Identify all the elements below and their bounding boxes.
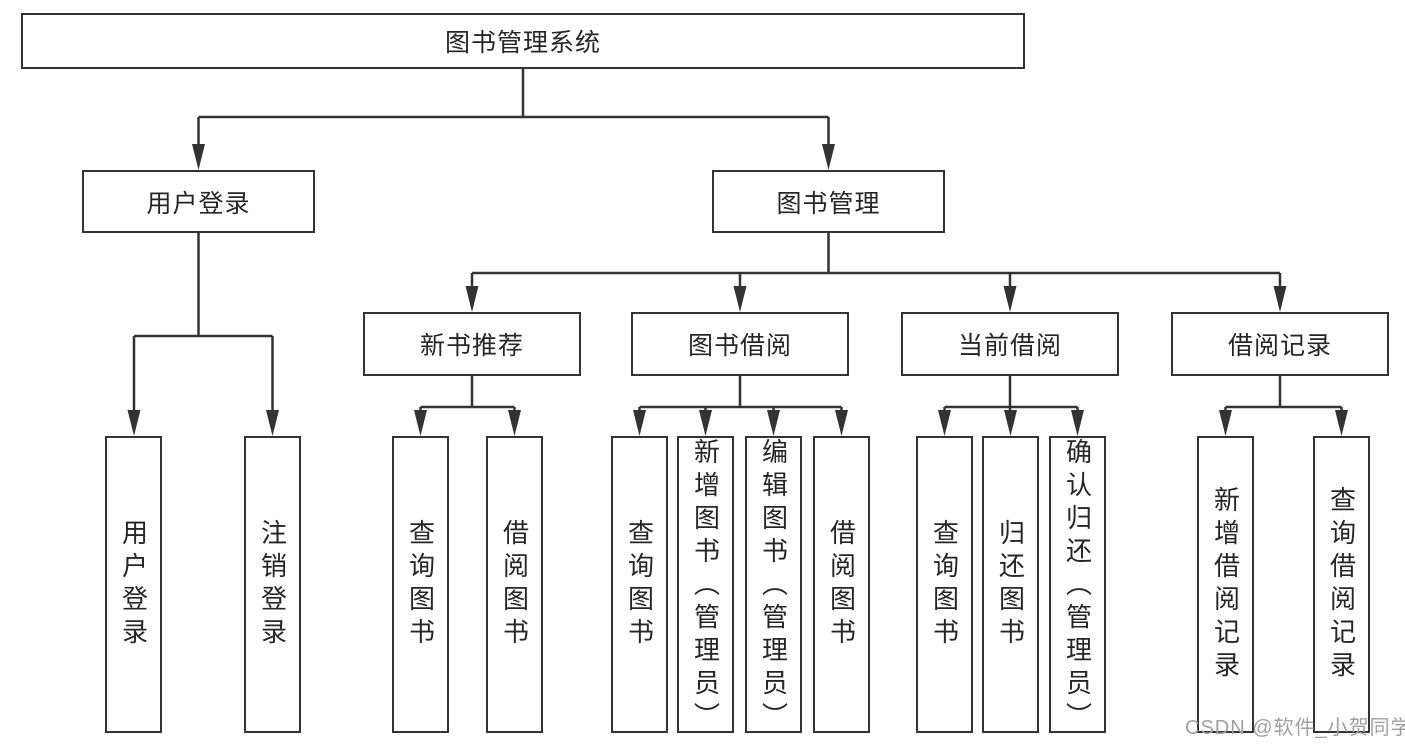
node-user-login-label: 用户登录 bbox=[146, 189, 251, 218]
node-new-book-recommend-label: 新书推荐 bbox=[419, 332, 524, 360]
leaf-query-books-current-label: 查询图书 bbox=[929, 518, 960, 651]
leaf-user-login-label: 用户登录 bbox=[118, 518, 149, 651]
leaf-return-book: 归还图书 bbox=[982, 436, 1039, 733]
node-borrow-records: 借阅记录 bbox=[1171, 312, 1389, 376]
leaf-add-borrow-record: 新增借阅记录 bbox=[1197, 436, 1254, 733]
leaf-query-books-recommend: 查询图书 bbox=[392, 436, 449, 733]
csdn-watermark: CSDN @软件_小贺同学 bbox=[1185, 717, 1405, 739]
node-book-management-label: 图书管理 bbox=[776, 189, 881, 218]
leaf-user-login: 用户登录 bbox=[105, 436, 162, 733]
leaf-borrow-books-borrowing-label: 借阅图书 bbox=[826, 518, 857, 651]
leaf-query-books-current: 查询图书 bbox=[916, 436, 973, 733]
leaf-borrow-books-recommend: 借阅图书 bbox=[486, 436, 543, 733]
node-new-book-recommend: 新书推荐 bbox=[363, 312, 581, 376]
leaf-query-borrow-record: 查询借阅记录 bbox=[1313, 436, 1370, 733]
leaf-add-borrow-record-label: 新增借阅记录 bbox=[1210, 485, 1241, 684]
edge-user-login-to-leaves bbox=[127, 233, 279, 436]
leaf-edit-book-admin-label: 编辑图书（管理员） bbox=[758, 438, 789, 735]
leaf-logout: 注销登录 bbox=[244, 436, 301, 733]
leaf-borrow-books-borrowing: 借阅图书 bbox=[813, 436, 870, 733]
node-book-management: 图书管理 bbox=[712, 170, 945, 233]
leaf-confirm-return-admin-label: 确认归还（管理员） bbox=[1062, 438, 1093, 735]
node-root-system: 图书管理系统 bbox=[21, 13, 1025, 69]
leaf-borrow-books-recommend-label: 借阅图书 bbox=[499, 518, 530, 651]
leaf-query-borrow-record-label: 查询借阅记录 bbox=[1326, 485, 1357, 684]
node-current-borrowing: 当前借阅 bbox=[901, 312, 1119, 376]
node-current-borrowing-label: 当前借阅 bbox=[957, 332, 1062, 360]
node-book-borrowing-label: 图书借阅 bbox=[687, 332, 792, 360]
edge-current-to-leaves bbox=[938, 376, 1084, 436]
leaf-return-book-label: 归还图书 bbox=[995, 518, 1026, 651]
edge-recommend-to-leaves bbox=[414, 376, 521, 436]
node-borrow-records-label: 借阅记录 bbox=[1227, 332, 1332, 360]
node-root-label: 图书管理系统 bbox=[444, 29, 601, 57]
edge-borrowing-to-leaves bbox=[633, 376, 848, 436]
leaf-add-book-admin: 新增图书（管理员） bbox=[677, 436, 734, 735]
leaf-edit-book-admin: 编辑图书（管理员） bbox=[745, 436, 802, 735]
leaf-query-books-borrowing: 查询图书 bbox=[611, 436, 668, 733]
leaf-query-books-recommend-label: 查询图书 bbox=[405, 518, 436, 651]
leaf-add-book-admin-label: 新增图书（管理员） bbox=[690, 438, 721, 735]
leaf-logout-label: 注销登录 bbox=[257, 518, 288, 651]
node-user-login: 用户登录 bbox=[82, 170, 315, 233]
leaf-query-books-borrowing-label: 查询图书 bbox=[624, 518, 655, 651]
leaf-confirm-return-admin: 确认归还（管理员） bbox=[1049, 436, 1106, 735]
edge-book-mgmt-to-sections bbox=[465, 233, 1287, 312]
edge-root-to-level1 bbox=[192, 69, 835, 170]
edge-records-to-leaves bbox=[1219, 376, 1348, 436]
node-book-borrowing: 图书借阅 bbox=[631, 312, 849, 376]
